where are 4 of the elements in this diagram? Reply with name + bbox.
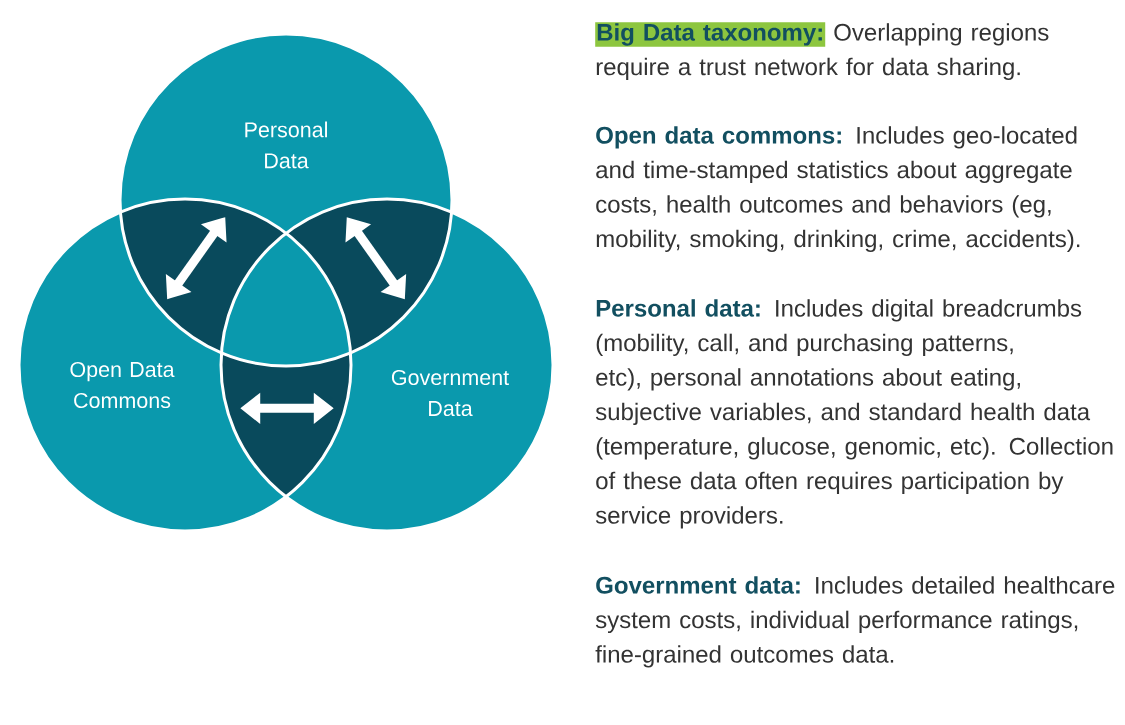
paragraph: Government data: Includes detailed healthcare system costs, individual performance ratings, fine-grained outcomes data. (595, 576, 1115, 668)
paragraph: Personal data: Includes digital breadcrumbs (mobility, call, and purchasing patterns, etc), personal annotations about eating, subjective variables, and standard health data (temperature, glucose, genomic, etc). Collection of these data often requires participation by service providers. (595, 299, 1113, 529)
paragraph: Open data commons: Includes geo-located and time-stamped statistics about aggregate costs, health outcomes and behaviors (eg, mobility, smoking, drinking, crime, accidents). (596, 126, 1080, 253)
paragraph: Big Data taxonomy: Overlapping regions require a trust network for data sharing. (595, 22, 1049, 81)
